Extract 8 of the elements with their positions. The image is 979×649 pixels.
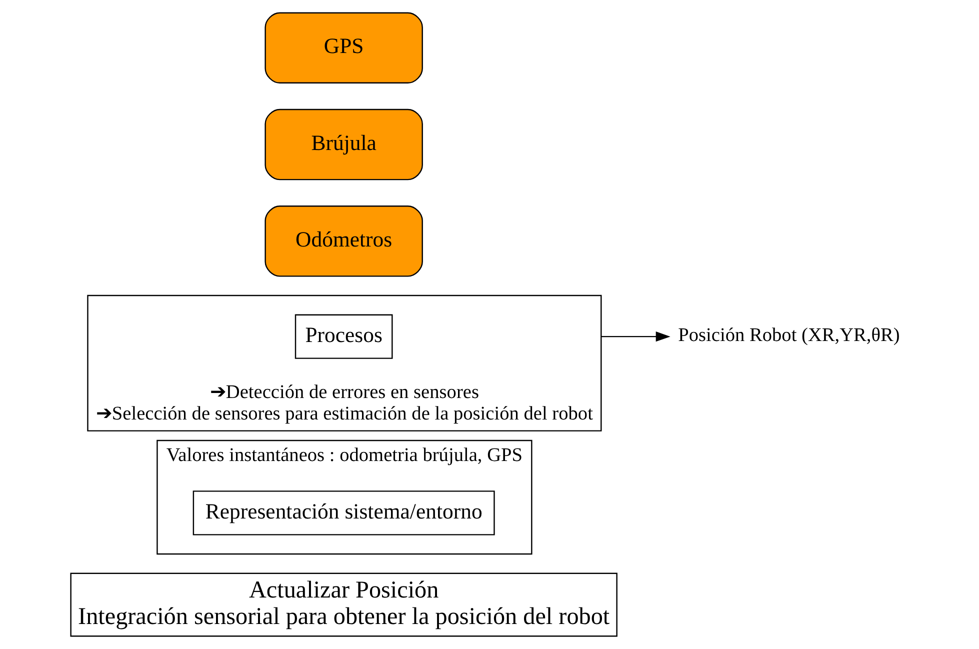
node-box: Brújula <box>264 108 422 180</box>
node-text: Posición Robot (XR,YR,θR) <box>678 325 900 346</box>
node-box: Representación sistema/entorno <box>192 490 494 536</box>
node-box: GPS <box>264 12 422 84</box>
node-box: Actualizar Posición Integración sensorial para obtener la posición del robot <box>70 572 617 637</box>
arrow <box>600 332 670 342</box>
node-box: Procesos <box>294 314 392 359</box>
node-box: Odómetros <box>264 206 422 277</box>
